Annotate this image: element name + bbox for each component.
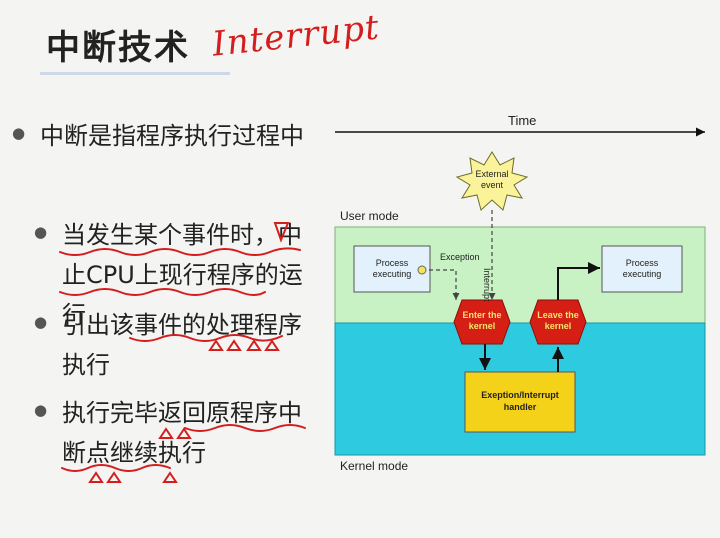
ink-wave-1	[59, 247, 301, 256]
bullet-3-text: 引出该事件的处理程序执行	[62, 311, 302, 379]
user-mode-label: User mode	[340, 209, 399, 223]
handler-line-2: handler	[503, 402, 537, 412]
enter-kernel-label: Enter the kernel	[454, 310, 510, 332]
bullet-4-text: 执行完毕返回原程序中断点继续执行	[62, 399, 302, 467]
leave-kernel-line-2: kernel	[544, 321, 572, 331]
external-event-line-2: event	[480, 180, 504, 190]
diagram-canvas	[334, 127, 706, 456]
process-right-line-2: executing	[622, 269, 662, 279]
bullet-icon: ●	[34, 223, 48, 241]
bullet-icon: ●	[34, 313, 48, 331]
enter-kernel-line-1: Enter the	[462, 310, 502, 320]
ink-triangles-2	[88, 427, 192, 483]
leave-kernel-label: Leave the kernel	[530, 310, 586, 332]
exception-point	[417, 265, 427, 275]
bullet-3: ● 引出该事件的处理程序执行	[34, 305, 324, 385]
time-label: Time	[508, 113, 537, 128]
bullet-icon: ●	[34, 401, 48, 419]
ink-wave-4	[184, 424, 306, 432]
leave-kernel-line-1: Leave the	[537, 310, 579, 320]
process-right-line-1: Process	[625, 258, 659, 268]
ink-wave-5	[61, 464, 171, 472]
bullet-icon: ●	[12, 124, 26, 142]
process-right-label: Process executing	[602, 258, 682, 280]
leave-kernel-hex	[529, 299, 587, 345]
process-left-label: Process executing	[354, 258, 430, 280]
ink-wave-3	[129, 334, 283, 342]
page-title: 中断技术	[46, 28, 190, 68]
process-left-box	[353, 245, 431, 293]
process-left-line-1: Process	[375, 258, 409, 268]
interrupt-diagram: Time User mode Kernel mode External even…	[330, 100, 720, 480]
leave-to-process-arrow	[557, 262, 600, 300]
handler-line-1: Exeption/Interrupt	[481, 390, 559, 400]
handler-box	[464, 371, 576, 433]
bullet-1-text: 中断是指程序执行过程中	[40, 122, 304, 150]
kernel-mode-label: Kernel mode	[340, 459, 409, 473]
interrupt-label: Interrupt	[482, 268, 492, 302]
ink-caret	[273, 222, 290, 243]
process-left-line-2: executing	[372, 269, 412, 279]
process-right-box	[601, 245, 683, 293]
bullet-2-text: 当发生某个事件时，中止CPU上现行程序的运行	[62, 221, 303, 329]
bullet-2: ● 当发生某个事件时，中止CPU上现行程序的运行	[34, 215, 324, 335]
enter-kernel-hex	[453, 299, 511, 345]
ink-wave-2	[59, 288, 266, 296]
bullet-4: ● 执行完毕返回原程序中断点继续执行	[34, 393, 324, 473]
exception-label: Exception	[440, 252, 480, 262]
external-event-starburst	[455, 151, 529, 211]
bullet-1: ● 中断是指程序执行过程中	[12, 116, 330, 156]
external-event-label: External event	[464, 169, 520, 191]
enter-kernel-line-2: kernel	[468, 321, 496, 331]
external-event-line-1: External	[475, 169, 509, 179]
handler-label: Exeption/Interrupt handler	[465, 389, 575, 413]
title-underline	[40, 72, 230, 75]
ink-triangles-1	[208, 339, 280, 351]
